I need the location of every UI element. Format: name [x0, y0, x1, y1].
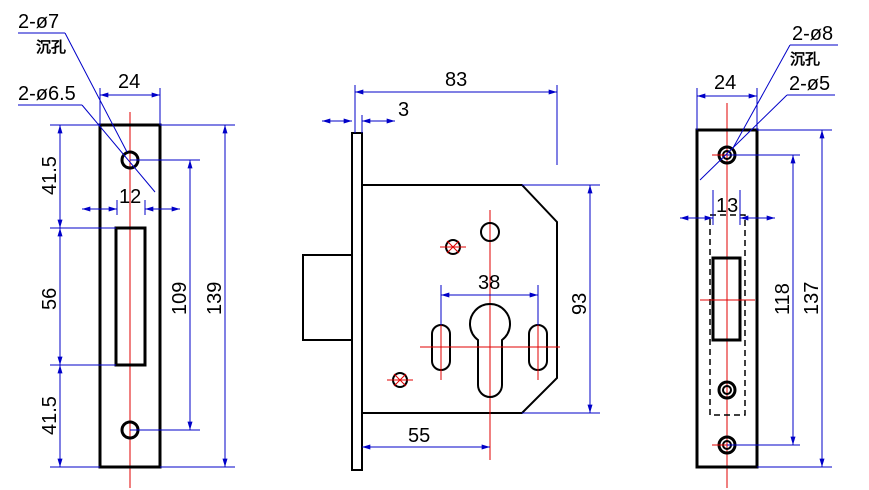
screw-icon — [387, 372, 413, 388]
hidden-bolt-outline — [709, 214, 746, 416]
spindle-hole — [480, 222, 500, 242]
front-lock-body-view: 83 3 93 38 55 — [302, 69, 600, 471]
right-faceplate-view: 24 2-ø8 沉孔 2-ø5 13 118 137 — [679, 23, 838, 488]
deadbolt — [302, 254, 353, 341]
callout-hole: 2-ø5 — [789, 73, 830, 95]
left-strike-plate-view: 24 2-ø7 沉孔 2-ø6.5 12 41.5 56 41.5 109 13… — [18, 11, 235, 488]
latch-slot — [114, 226, 147, 367]
dim-case-height: 93 — [569, 293, 591, 315]
dim-width: 24 — [118, 71, 140, 93]
dim-total-height: 139 — [204, 282, 226, 315]
faceplate — [351, 132, 363, 471]
callout-hole: 2-ø6.5 — [18, 83, 76, 105]
screw-icon — [440, 239, 466, 255]
callout-note: 沉孔 — [790, 50, 820, 68]
lock-case — [361, 184, 558, 414]
cylinder-keyhole — [469, 303, 511, 398]
dim-width: 24 — [714, 72, 736, 94]
dim-depth: 83 — [445, 69, 467, 91]
callout-countersink: 2-ø7 — [18, 11, 59, 33]
dim-slot-width: 13 — [716, 195, 738, 217]
dim-top-offset: 41.5 — [39, 156, 61, 195]
dim-hole-pitch: 118 — [772, 283, 794, 315]
callout-note: 沉孔 — [36, 38, 66, 56]
dim-bottom-offset: 41.5 — [39, 396, 61, 435]
strike-plate — [98, 123, 162, 469]
callout-countersink: 2-ø8 — [792, 23, 833, 45]
dim-keyhole-spacing: 38 — [478, 272, 500, 294]
countersunk-hole-icon — [717, 380, 737, 400]
dim-hole-pitch: 109 — [169, 282, 191, 315]
dim-slot-length: 56 — [39, 288, 61, 310]
dim-faceplate-thickness: 3 — [398, 99, 409, 121]
dim-backset: 55 — [408, 425, 430, 447]
bolt-slot — [711, 256, 742, 342]
dim-total-height: 137 — [801, 282, 823, 315]
faceplate — [695, 128, 759, 469]
dim-hole-spacing: 12 — [119, 186, 141, 208]
